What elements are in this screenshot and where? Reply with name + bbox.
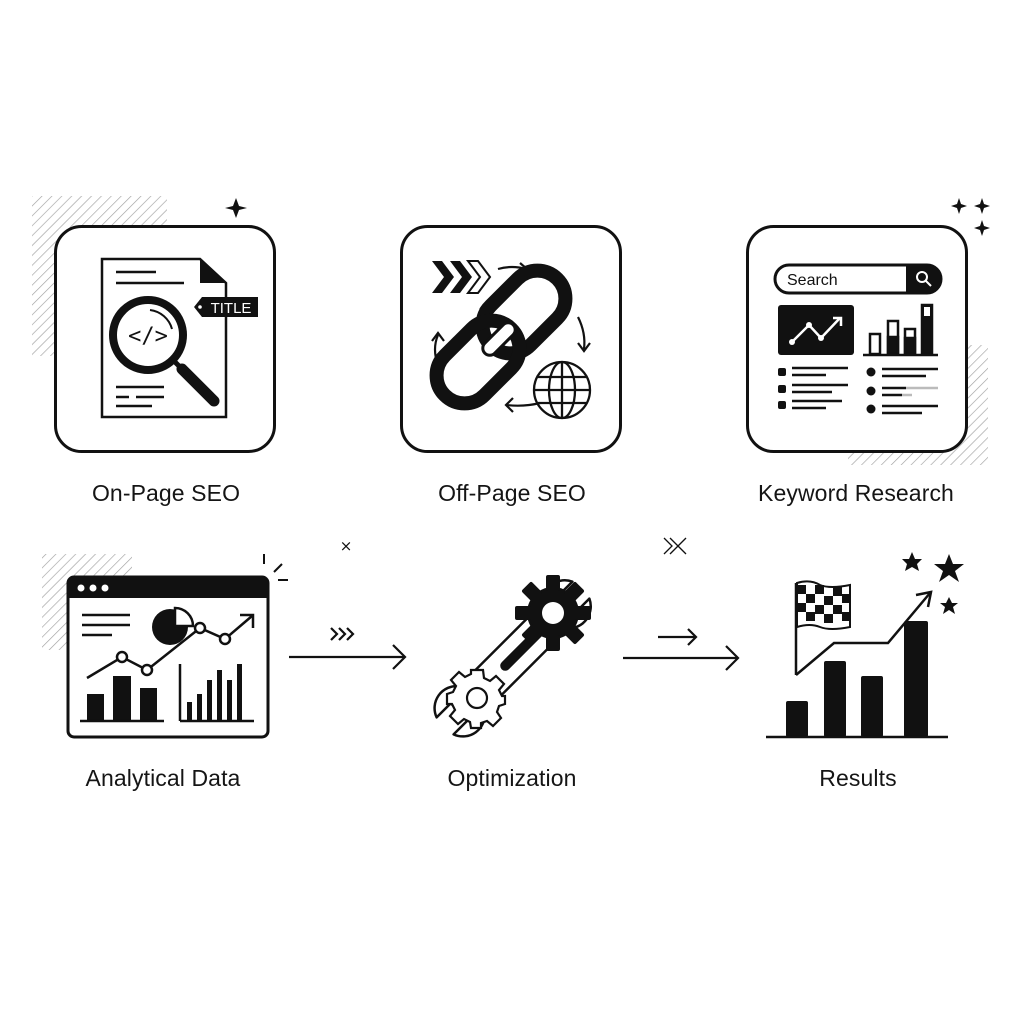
sparkle-icon — [974, 220, 990, 236]
code-glyph: </> — [128, 324, 168, 349]
title-tag-text: TITLE — [211, 300, 252, 317]
gear-filled-icon — [515, 575, 591, 651]
label-off-page-seo: Off-Page SEO — [438, 480, 586, 506]
chevrons-icon — [432, 260, 492, 294]
pie-chart-icon — [152, 606, 195, 645]
growth-arrow-icon — [795, 590, 933, 676]
magnifier-icon — [109, 296, 220, 407]
trend-panel-icon — [778, 305, 854, 355]
browser-titlebar — [68, 577, 268, 598]
results-icon — [766, 552, 964, 739]
label-analytical-data: Analytical Data — [85, 765, 241, 791]
connector-arrow-optimization-to-results — [623, 537, 740, 671]
cross-chevron-icon — [663, 537, 687, 555]
analytical-data-icon: × — [42, 537, 353, 739]
sparkle-icon — [974, 198, 990, 214]
stars-icon — [902, 552, 964, 614]
search-bar-icon — [773, 263, 943, 295]
keyword-research-icon-card: Search — [746, 225, 968, 453]
label-on-page-seo: On-Page SEO — [91, 480, 241, 506]
cross-mark-icon: × — [340, 537, 353, 555]
chevron-icon — [330, 627, 339, 641]
checkered-flag-icon — [794, 580, 851, 675]
label-results: Results — [819, 765, 897, 791]
globe-icon — [532, 360, 592, 420]
connector-arrow-analytical-to-optimization — [289, 627, 407, 670]
chain-link-icon — [429, 263, 573, 411]
on-page-seo-icon-card: TITLE </> — [54, 225, 276, 453]
title-tag-icon — [194, 297, 258, 317]
optimization-icon — [433, 575, 592, 738]
label-optimization: Optimization — [447, 765, 577, 791]
off-page-seo-icon-card — [400, 225, 622, 453]
search-text: Search — [787, 272, 838, 289]
sparkle-icon — [225, 198, 247, 218]
sparkle-icon — [951, 198, 967, 214]
bar-chart-icon — [863, 303, 938, 357]
gear-outline-icon — [445, 668, 507, 730]
keyword-list-icon — [778, 366, 938, 415]
label-keyword-research: Keyword Research — [758, 480, 954, 506]
burst-icon — [263, 554, 288, 581]
bar-chart-icon — [87, 664, 242, 721]
bar-chart-icon — [786, 621, 928, 737]
